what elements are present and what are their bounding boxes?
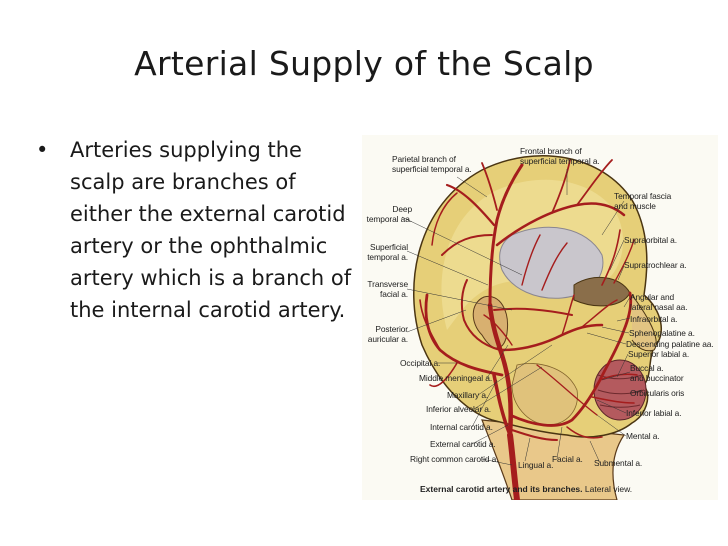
label-inferior-labial: Inferior labial a.	[626, 408, 682, 418]
label-superior-labial: Superior labial a.	[628, 349, 690, 359]
label-supratrochlear: Supratrochlear a.	[624, 260, 687, 270]
bullet-marker: •	[36, 138, 49, 162]
slide-title: Arterial Supply of the Scalp	[134, 44, 594, 83]
caption-rest: Lateral view.	[582, 484, 633, 494]
label-inferior-alveolar: Inferior alveolar a.	[426, 404, 492, 414]
label-external-carotid: External carotid a.	[430, 439, 496, 449]
label-buccal: Buccal a. and buccinator	[630, 363, 684, 383]
head-artery-illustration	[401, 154, 662, 500]
label-supraorbital: Supraorbital a.	[624, 235, 677, 245]
label-facial: Facial a.	[552, 454, 583, 464]
label-middle-meningeal: Middle meningeal a.	[419, 373, 493, 383]
bullet-text: Arteries supplying the scalp are branche…	[70, 138, 352, 322]
label-right-common-carotid: Right common carotid a.	[410, 454, 499, 464]
label-angular: Angular and lateral nasal aa.	[630, 292, 688, 312]
label-infraorbital: Infraorbital a.	[630, 314, 678, 324]
label-mental: Mental a.	[626, 431, 660, 441]
label-internal-carotid: Internal carotid a.	[430, 422, 493, 432]
label-orbicularis-oris: Orbicularis oris	[630, 388, 685, 398]
label-lingual: Lingual a.	[518, 460, 554, 470]
label-parietal-branch: Parietal branch of superficial temporal …	[392, 154, 472, 174]
label-frontal-branch: Frontal branch of superficial temporal a…	[520, 146, 600, 166]
label-deep-temporal: Deep temporal aa.	[366, 204, 412, 224]
caption-bold: External carotid artery and its branches…	[420, 484, 583, 494]
figure-caption: External carotid artery and its branches…	[420, 484, 632, 494]
label-posterior-auricular: Posterior auricular a.	[367, 324, 408, 344]
label-occipital: Occipital a.	[400, 358, 441, 368]
label-transverse-facial: Transverse facial a.	[367, 279, 408, 299]
bullet-list: • Arteries supplying the scalp are branc…	[36, 134, 354, 326]
anatomy-figure: Parietal branch of superficial temporal …	[362, 135, 718, 500]
label-submental: Submental a.	[594, 458, 643, 468]
label-sphenopalatine: Sphenopalatine a.	[629, 328, 695, 338]
label-descending-palatine: Descending palatine aa.	[626, 339, 714, 349]
label-superficial-temporal: Superficial temporal a.	[367, 242, 408, 262]
label-maxillary: Maxillary a.	[447, 390, 489, 400]
label-temporal-fascia: Temporal fascia and muscle	[614, 191, 672, 211]
